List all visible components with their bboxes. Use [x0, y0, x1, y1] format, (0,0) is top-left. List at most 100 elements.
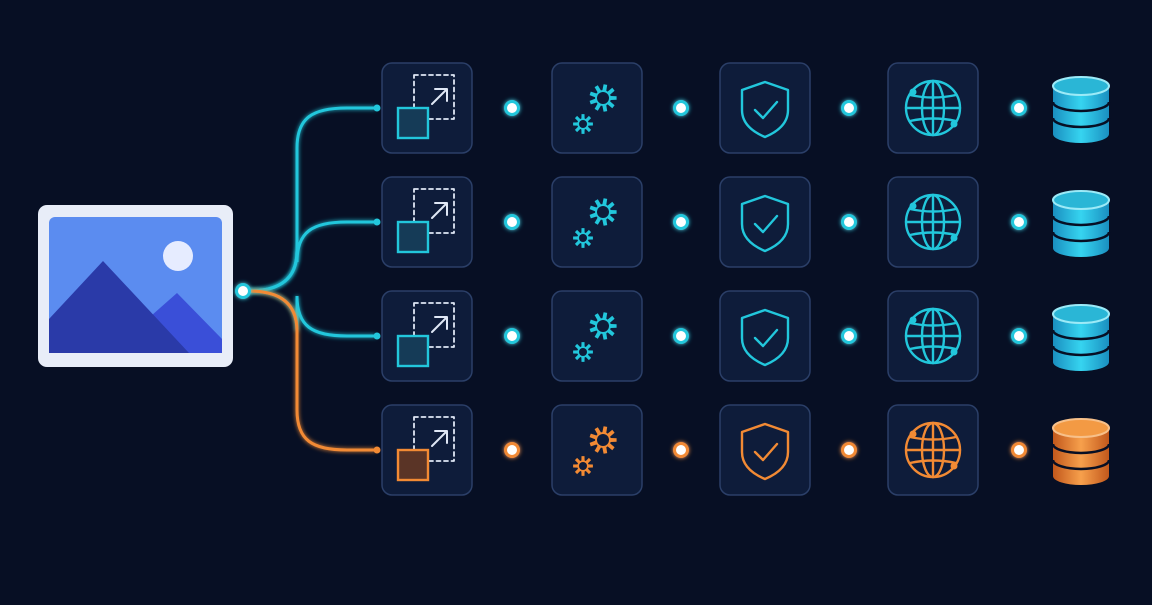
- db-band: [1051, 345, 1111, 357]
- db-band: [1051, 443, 1111, 455]
- shield-check-icon: [740, 422, 790, 481]
- globe-dot: [950, 348, 958, 356]
- db-band: [1051, 117, 1111, 129]
- connector-port: [841, 328, 857, 344]
- shield-outline: [740, 194, 790, 253]
- stage-node-shield-check[interactable]: [719, 290, 811, 382]
- stage-node-resize[interactable]: [381, 176, 473, 268]
- gear-hole: [597, 92, 609, 104]
- expand-arrow: [431, 202, 448, 219]
- gear-hole: [579, 348, 587, 356]
- db-band: [1051, 459, 1111, 471]
- source-output-port: [235, 283, 251, 299]
- stage-node-gears[interactable]: [551, 176, 643, 268]
- branch-end-dot: [373, 104, 381, 112]
- small-square: [396, 448, 430, 482]
- image-mountain-front: [49, 261, 189, 353]
- check-mark: [753, 442, 779, 462]
- destination-database[interactable]: [1051, 304, 1111, 371]
- stage-node-frame: [719, 290, 811, 382]
- gear-hole: [579, 120, 587, 128]
- globe-latitudes: [908, 207, 958, 237]
- shield-check-icon: [740, 80, 790, 139]
- resize-icon: [396, 188, 455, 254]
- connector-port: [504, 214, 520, 230]
- stage-node-globe[interactable]: [887, 404, 979, 496]
- database-icon: [1051, 418, 1111, 485]
- database-icon: [1051, 190, 1111, 257]
- branch-connector: [248, 289, 376, 452]
- db-body: [1053, 86, 1109, 143]
- db-body: [1053, 428, 1109, 485]
- pipeline-4-row: [381, 404, 1111, 496]
- destination-database[interactable]: [1051, 190, 1111, 257]
- stage-node-gears[interactable]: [551, 62, 643, 154]
- resize-icon: [396, 302, 455, 368]
- globe-dot: [909, 88, 917, 96]
- destination-database[interactable]: [1051, 418, 1111, 485]
- db-top: [1052, 190, 1110, 210]
- stage-node-resize[interactable]: [381, 62, 473, 154]
- db-top: [1052, 418, 1110, 438]
- stage-node-gears[interactable]: [551, 404, 643, 496]
- pipeline-1-row: [381, 62, 1111, 154]
- stage-node-shield-check[interactable]: [719, 404, 811, 496]
- globe-dot: [950, 462, 958, 470]
- db-top: [1052, 76, 1110, 96]
- connector-port: [1011, 442, 1027, 458]
- branch-connector: [248, 106, 376, 293]
- stage-node-resize[interactable]: [381, 290, 473, 382]
- db-band: [1051, 329, 1111, 341]
- globe-icon: [904, 79, 962, 137]
- source-image-node[interactable]: [38, 205, 233, 367]
- dashed-frame: [413, 416, 455, 462]
- globe-dot: [950, 120, 958, 128]
- stage-node-frame: [719, 404, 811, 496]
- globe-icon: [904, 421, 962, 479]
- gear-hole: [597, 206, 609, 218]
- globe-latitudes: [908, 93, 958, 123]
- shield-outline: [740, 80, 790, 139]
- shield-outline: [740, 308, 790, 367]
- stage-node-gears[interactable]: [551, 290, 643, 382]
- gears-icon: [573, 198, 617, 248]
- branch-end-dot: [373, 332, 381, 340]
- shield-check-icon: [740, 308, 790, 367]
- check-mark: [753, 214, 779, 234]
- small-square: [396, 334, 430, 368]
- branch-connector: [248, 220, 376, 293]
- db-body: [1053, 200, 1109, 257]
- stage-node-shield-check[interactable]: [719, 176, 811, 268]
- connector-port: [841, 442, 857, 458]
- dashed-frame: [413, 74, 455, 120]
- db-band: [1051, 215, 1111, 227]
- stage-node-shield-check[interactable]: [719, 62, 811, 154]
- resize-icon: [396, 74, 455, 140]
- gears-icon: [573, 426, 617, 476]
- branch-connector: [248, 289, 376, 338]
- connector-port: [673, 442, 689, 458]
- stage-node-globe[interactable]: [887, 176, 979, 268]
- globe-icon: [904, 193, 962, 251]
- small-square: [396, 106, 430, 140]
- stage-node-globe[interactable]: [887, 62, 979, 154]
- shield-outline: [740, 422, 790, 481]
- globe-dot: [909, 316, 917, 324]
- connector-port: [673, 328, 689, 344]
- connector-layer: [248, 100, 1049, 458]
- image-icon: [49, 217, 222, 353]
- stage-node-globe[interactable]: [887, 290, 979, 382]
- destination-database[interactable]: [1051, 76, 1111, 143]
- db-band: [1051, 231, 1111, 243]
- pipeline-2-row: [381, 176, 1111, 268]
- connector-port: [504, 328, 520, 344]
- connector-port: [673, 100, 689, 116]
- connector-port: [841, 100, 857, 116]
- globe-dot: [909, 202, 917, 210]
- check-mark: [753, 100, 779, 120]
- stage-node-frame: [719, 176, 811, 268]
- globe-dot: [950, 234, 958, 242]
- stage-node-resize[interactable]: [381, 404, 473, 496]
- connector-port: [1011, 328, 1027, 344]
